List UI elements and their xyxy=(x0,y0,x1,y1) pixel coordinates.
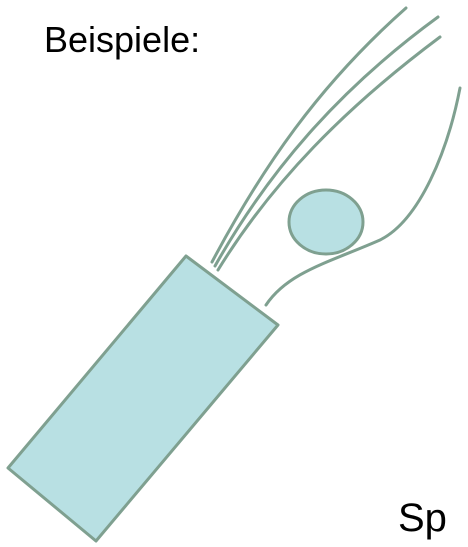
oval-shape xyxy=(289,190,363,254)
finger-outline xyxy=(266,88,460,305)
cut-off-label: Sp xyxy=(398,498,447,538)
rectangle-handle xyxy=(8,256,278,541)
